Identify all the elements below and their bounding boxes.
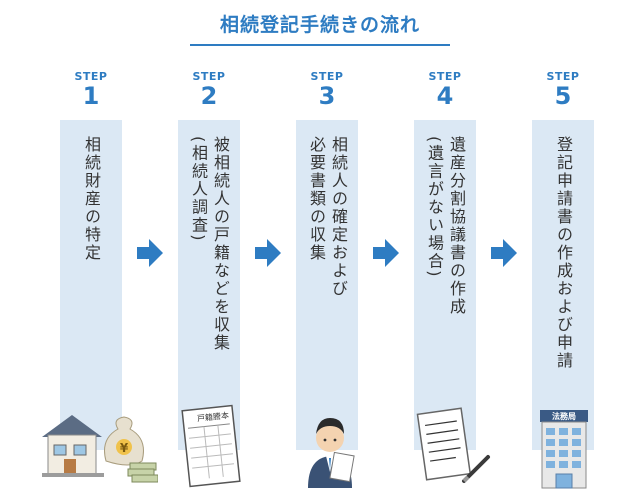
koseki-document-icon: 戸籍謄本 [181,404,241,488]
koseki-label: 戸籍謄本 [197,410,230,423]
step-label: STEP [546,70,580,83]
step-label: STEP [74,70,108,83]
step-4-header: STEP 4 [414,70,476,109]
legal-office-label: 法務局 [552,411,576,421]
step-3-subtext: 必要書類の収集 [307,136,326,262]
step-4-subtext: (遺言がない場合) [425,136,444,279]
paper-pen-icon [416,407,490,483]
step-1-column: 相続財産の特定 [60,120,122,450]
yen-symbol: ¥ [120,441,129,455]
step-5-column: 登記申請書の作成および申請 [532,120,594,450]
step-2-text: 被相続人の戸籍などを収集 [211,136,230,352]
step-number: 5 [554,82,572,110]
step-number: 2 [200,82,218,110]
step-2-column: 被相続人の戸籍などを収集 (相続人調査) [178,120,240,450]
step-number: 4 [436,82,454,110]
legal-office-building-icon: 法務局 [540,410,588,489]
house-money-icon: ¥ [42,415,158,483]
title-underline [190,44,450,46]
step-2-subtext: (相続人調査) [189,136,208,243]
step-label: STEP [310,70,344,83]
arrow-right-icon [255,239,281,267]
step-2-header: STEP 2 [178,70,240,109]
step-label: STEP [192,70,226,83]
step-3-header: STEP 3 [296,70,358,109]
arrow-right-icon [137,239,163,267]
person-document-icon [308,418,355,488]
step-3-text: 相続人の確定および [329,136,348,298]
arrow-right-icon [491,239,517,267]
step-4-column: 遺産分割協議書の作成 (遺言がない場合) [414,120,476,450]
step-label: STEP [428,70,462,83]
step-number: 1 [82,82,100,110]
step-3-column: 相続人の確定および 必要書類の収集 [296,120,358,450]
step-4-text: 遺産分割協議書の作成 [447,136,466,316]
step-1-text: 相続財産の特定 [82,136,101,262]
step-5-header: STEP 5 [532,70,594,109]
step-1-header: STEP 1 [60,70,122,109]
step-number: 3 [318,82,336,110]
step-5-text: 登記申請書の作成および申請 [554,136,573,370]
page-title: 相続登記手続きの流れ [219,14,420,36]
arrow-right-icon [373,239,399,267]
